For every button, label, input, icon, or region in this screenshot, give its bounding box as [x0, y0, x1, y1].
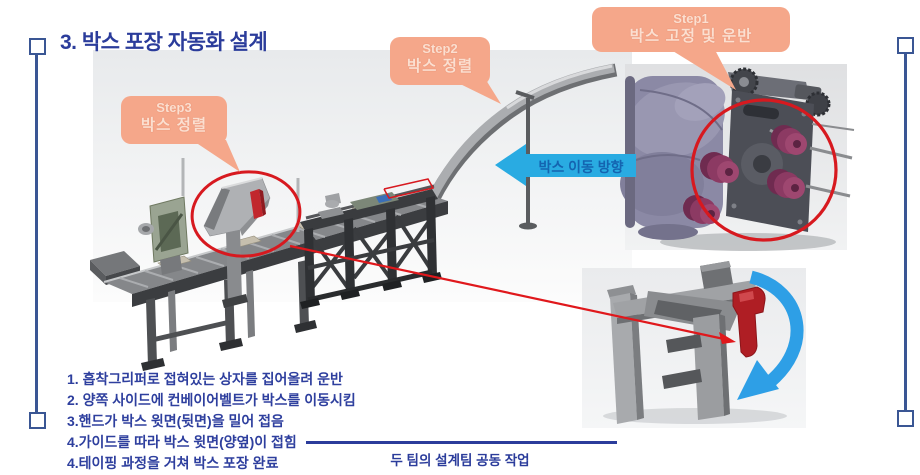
red-flap-highlight — [739, 291, 754, 302]
left-rail-square-bottom-icon — [29, 412, 46, 429]
box-flow-arrow-label: 박스 이동 방향 — [538, 159, 624, 175]
main-assembly-figure — [90, 63, 618, 371]
red-guide-strap — [250, 189, 263, 219]
process-step-2: 2. 양쪽 사이드에 컨베이어벨트가 박스를 이동시킴 — [67, 392, 356, 408]
folding-frame — [607, 261, 758, 424]
right-rail-square-top-icon — [897, 37, 914, 54]
process-step-5: 4.테이핑 과정을 거쳐 박스 포장 완료 — [67, 455, 279, 471]
red-pointer-arrow — [289, 244, 736, 344]
step1-callout: Step1 박스 고정 및 운반 — [592, 7, 790, 52]
taping-unit — [138, 158, 189, 275]
step2-sublabel: 박스 정렬 — [406, 58, 474, 76]
step3-sublabel: 박스 정렬 — [140, 117, 208, 135]
red-annotations — [190, 170, 736, 344]
step2-callout: Step2 박스 정렬 — [390, 37, 490, 85]
process-step-3: 3.핸드가 박스 윗면(뒷면)을 밀어 접음 — [67, 413, 284, 429]
rotation-arrow-icon — [737, 270, 804, 400]
table-frame — [300, 184, 442, 309]
red-wireframe-part — [383, 178, 435, 199]
step2-label: Step2 — [422, 41, 458, 56]
callout-tails — [192, 48, 736, 172]
footer-caption: 두 팀의 설계팀 공동 작업 — [390, 453, 530, 468]
box-flow-arrow-icon — [495, 144, 636, 186]
step3-label: Step3 — [156, 100, 192, 115]
right-rail-line — [904, 52, 907, 412]
red-folding-flap — [732, 286, 766, 358]
step3-callout: Step3 박스 정렬 — [121, 96, 227, 144]
process-step-1: 1. 흡착그리퍼로 접혀있는 상자를 집어올려 운반 — [67, 371, 343, 387]
left-rail-line — [35, 52, 38, 414]
process-step-4: 4.가이드를 따라 박스 윗면(양옆)이 접힘 — [67, 434, 297, 450]
box-highlight-ellipse — [190, 170, 302, 258]
red-highlight-circle — [690, 98, 838, 242]
gripper-detail-figure — [620, 64, 855, 251]
step1-sublabel: 박스 고정 및 운반 — [629, 28, 753, 46]
left-rail-square-top-icon — [29, 38, 46, 55]
step1-label: Step1 — [673, 11, 709, 26]
folding-detail-figure — [582, 261, 806, 428]
robot-wrist — [620, 76, 726, 240]
footer-divider — [306, 441, 617, 444]
right-rail-square-bottom-icon — [897, 410, 914, 427]
page-title: 3. 박스 포장 자동화 설계 — [60, 31, 268, 54]
process-step-list: 1. 흡착그리퍼로 접혀있는 상자를 집어올려 운반 2. 양쪽 사이드에 컨베… — [67, 369, 356, 474]
